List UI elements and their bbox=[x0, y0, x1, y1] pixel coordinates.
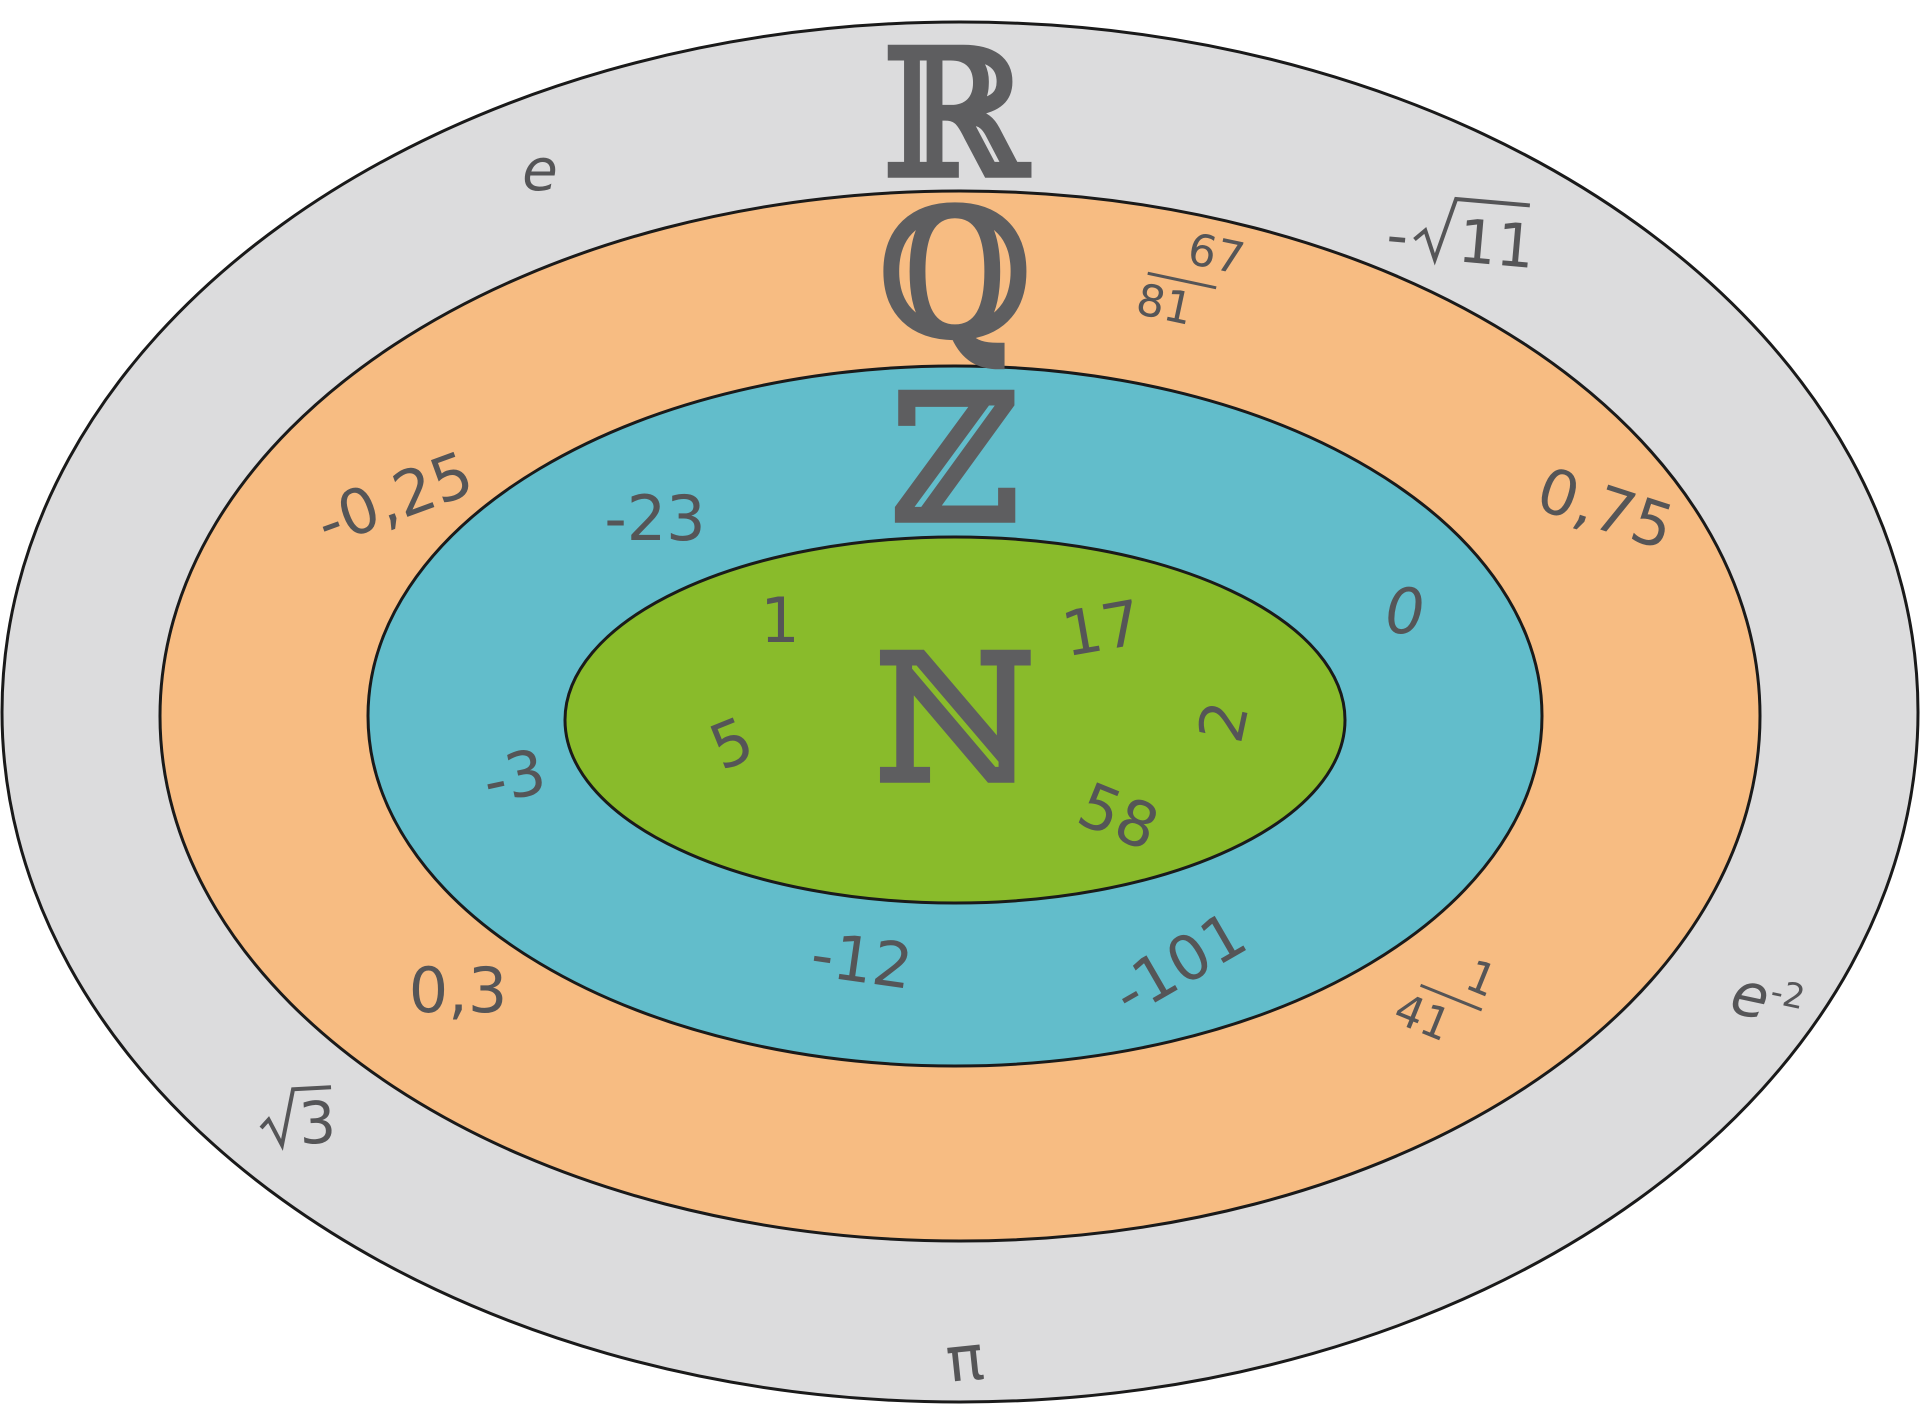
naturals-example-1: 1 bbox=[760, 584, 799, 657]
reals-symbol: ℝ bbox=[882, 12, 1032, 217]
integers-symbol: ℤ bbox=[891, 357, 1019, 562]
fraction-bar bbox=[1147, 271, 1217, 290]
rationals-example-67-over-81: 67 81 bbox=[1132, 224, 1249, 336]
integers-example-neg-12: -12 bbox=[807, 917, 917, 1003]
reals-example-pi: π bbox=[942, 1320, 987, 1397]
reals-example-sqrt-3: 3 bbox=[259, 1085, 338, 1158]
sqrt-3-radicand: 3 bbox=[297, 1088, 337, 1158]
frac-67-81-denominator: 81 bbox=[1132, 274, 1197, 336]
integers-example-neg-23: -23 bbox=[604, 482, 705, 555]
integers-example-neg-3: -3 bbox=[476, 734, 552, 818]
integers-example-0: 0 bbox=[1385, 575, 1424, 648]
reals-example-e: e bbox=[522, 136, 558, 204]
frac-67-81-numerator: 67 bbox=[1183, 224, 1248, 286]
e-power-exponent: -2 bbox=[1767, 972, 1808, 1018]
naturals-region bbox=[563, 535, 1347, 905]
fraction-bar bbox=[1419, 983, 1483, 1012]
radical-sign-icon bbox=[1413, 196, 1531, 266]
rationals-symbol: ℚ bbox=[879, 172, 1031, 377]
rationals-example-0-3: 0,3 bbox=[409, 954, 508, 1027]
naturals-example-17: 17 bbox=[1057, 586, 1147, 672]
neg-sqrt-11-radicand: 11 bbox=[1455, 206, 1537, 282]
reals-example-neg-sqrt-11: - 11 bbox=[1384, 196, 1538, 283]
radical-sign-icon bbox=[259, 1085, 332, 1151]
naturals-symbol: ℕ bbox=[875, 617, 1035, 822]
